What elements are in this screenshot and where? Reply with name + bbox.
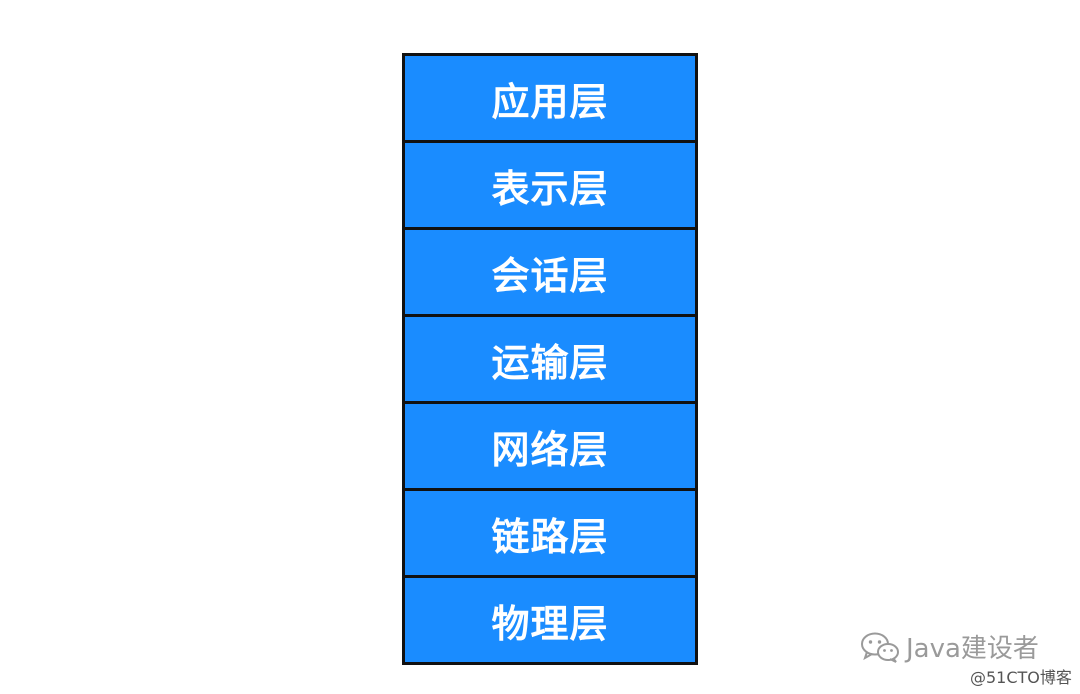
layer-application: 应用层 <box>405 56 695 143</box>
layer-physical: 物理层 <box>405 578 695 665</box>
layer-label: 网络层 <box>491 427 609 472</box>
layer-presentation: 表示层 <box>405 143 695 230</box>
layer-link: 链路层 <box>405 491 695 578</box>
layer-network: 网络层 <box>405 404 695 491</box>
watermark-account-name: Java建设者 <box>906 634 1039 664</box>
layer-label: 应用层 <box>491 79 609 124</box>
layer-label: 链路层 <box>491 514 609 559</box>
wechat-icon <box>861 632 899 663</box>
osi-layer-stack: 应用层 表示层 会话层 运输层 网络层 链路层 物理层 <box>402 53 698 665</box>
watermark-account: Java建设者 <box>860 628 1039 665</box>
layer-label: 物理层 <box>491 601 609 646</box>
layer-label: 表示层 <box>491 166 609 211</box>
layer-label: 会话层 <box>491 253 609 298</box>
layer-transport: 运输层 <box>405 317 695 404</box>
layer-session: 会话层 <box>405 230 695 317</box>
layer-label: 运输层 <box>491 340 609 385</box>
watermark-source: @51CTO博客 <box>970 668 1072 687</box>
